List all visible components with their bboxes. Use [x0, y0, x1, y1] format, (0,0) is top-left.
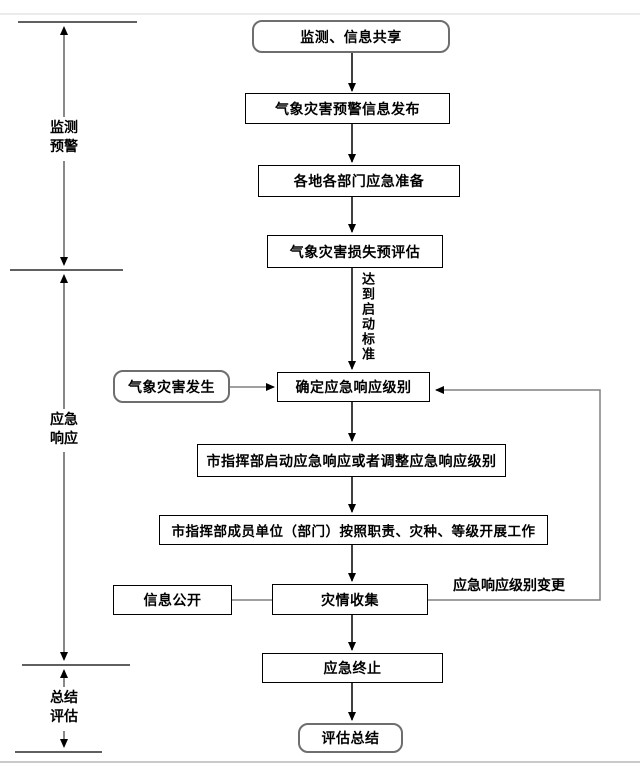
node-info-disclosure: 信息公开: [113, 585, 232, 615]
edge-label-reach-activation-standard: 达到启动标准: [359, 272, 374, 362]
phase-label-line: 评估: [50, 709, 78, 725]
side-connectors: [230, 383, 601, 601]
phase-label-monitoring-warning: 监测 预警: [34, 119, 94, 157]
node-disaster-occurs: 气象灾害发生: [113, 370, 230, 403]
node-emergency-termination: 应急终止: [262, 653, 443, 683]
phase-tick-lines: [10, 21, 137, 753]
phase-label-summary-evaluation: 总结 评估: [34, 689, 94, 727]
phase-label-line: 总结: [50, 690, 78, 706]
node-evaluation-summary: 评估总结: [298, 723, 403, 753]
node-start-or-adjust-response: 市指挥部启动应急响应或者调整应急响应级别: [197, 444, 506, 477]
node-determine-response-level: 确定应急响应级别: [277, 372, 430, 402]
phase-label-line: 预警: [50, 139, 78, 155]
node-disaster-info-collection: 灾情收集: [272, 584, 428, 615]
phase-label-emergency-response: 应急 响应: [34, 411, 94, 449]
node-warning-info-release: 气象灾害预警信息发布: [245, 93, 450, 124]
edge-label-response-level-change: 应急响应级别变更: [453, 578, 565, 594]
node-monitoring-info-sharing: 监测、信息共享: [252, 20, 450, 53]
phase-label-line: 响应: [50, 431, 78, 447]
phase-label-line: 监测: [50, 120, 78, 136]
node-emergency-preparation: 各地各部门应急准备: [258, 165, 460, 197]
node-members-carry-out-work: 市指挥部成员单位（部门）按照职责、灾种、等级开展工作: [159, 515, 548, 545]
phase-label-line: 应急: [50, 412, 78, 428]
node-loss-preassessment: 气象灾害损失预评估: [267, 235, 443, 268]
level-change-feedback-loop: [428, 386, 601, 601]
